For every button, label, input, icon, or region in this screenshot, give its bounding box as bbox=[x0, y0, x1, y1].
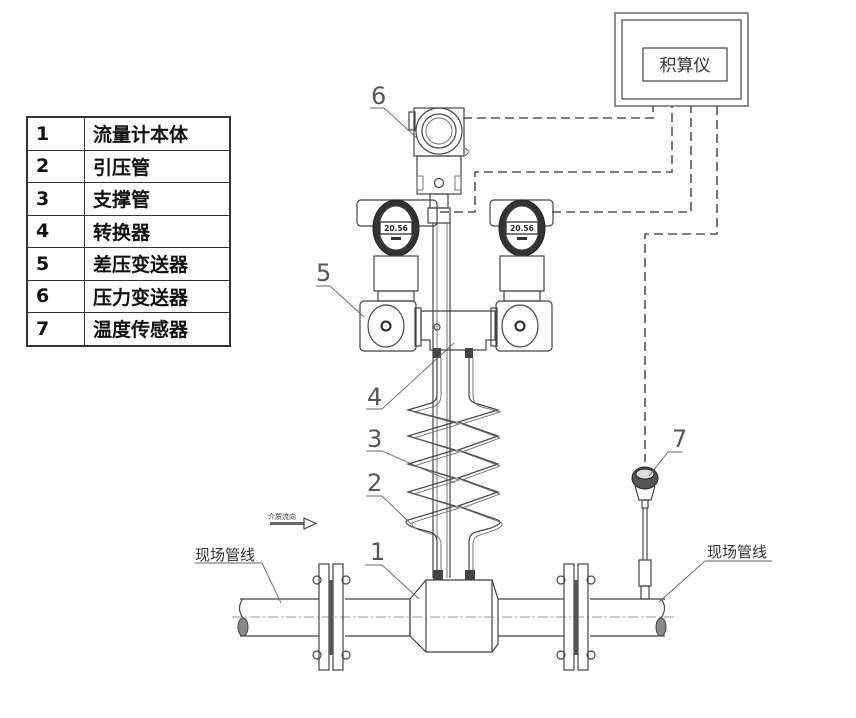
signal-line-pressure bbox=[463, 106, 654, 119]
legend-label: 支撑管 bbox=[84, 182, 231, 216]
callout-2: 2 bbox=[366, 469, 412, 525]
callout-7: 7 bbox=[648, 425, 687, 477]
flange-right bbox=[556, 563, 596, 671]
pipeline-label-right-text: 现场管线 bbox=[707, 543, 767, 561]
flow-arrow-shaft bbox=[270, 522, 304, 525]
svg-text:4: 4 bbox=[367, 383, 382, 411]
legend-number: 1 bbox=[26, 116, 85, 151]
svg-text:2: 2 bbox=[367, 469, 382, 497]
display-reading-right: 20.56 bbox=[510, 224, 534, 233]
pipeline-label-left-text: 现场管线 bbox=[195, 546, 255, 564]
svg-text:6: 6 bbox=[371, 82, 386, 110]
pipeline-label-left: 现场管线 bbox=[195, 546, 282, 604]
pipeline bbox=[232, 598, 676, 637]
svg-text:5: 5 bbox=[316, 259, 331, 287]
arrow-right-icon bbox=[303, 517, 318, 530]
legend-number: 6 bbox=[26, 279, 85, 313]
callout-5: 5 bbox=[316, 259, 365, 318]
integrator-label: 积算仪 bbox=[660, 56, 711, 76]
legend-label: 流量计本体 bbox=[84, 116, 231, 151]
svg-text:7: 7 bbox=[672, 425, 687, 453]
legend-number: 5 bbox=[26, 247, 85, 281]
signal-line-temperature bbox=[644, 106, 718, 462]
integrator: 积算仪 bbox=[614, 12, 749, 107]
callout-4: 4 bbox=[366, 342, 455, 411]
pipeline-label-right: 现场管线 bbox=[658, 543, 772, 603]
integrator-inner-frame bbox=[621, 19, 742, 100]
display-reading-left: 20.56 bbox=[384, 224, 408, 233]
flow-direction: 介质流向 bbox=[268, 512, 318, 530]
integrator-outer-frame bbox=[614, 12, 749, 107]
legend-number: 7 bbox=[26, 312, 85, 346]
dp-transmitter-left: 20.56 bbox=[356, 199, 438, 352]
dp-transmitter-right: 20.56 bbox=[489, 199, 554, 352]
temperature-sensor bbox=[631, 466, 659, 600]
svg-text:1: 1 bbox=[370, 538, 385, 566]
legend-label: 差压变送器 bbox=[84, 247, 231, 281]
signal-wiring bbox=[440, 106, 718, 462]
converter-manifold bbox=[420, 310, 496, 358]
pressure-transmitter bbox=[408, 107, 470, 224]
signal-line-dp-left bbox=[440, 106, 673, 213]
signal-line-dp-right bbox=[552, 106, 692, 213]
callout-3: 3 bbox=[366, 425, 456, 484]
impulse-tubes bbox=[405, 358, 503, 580]
flowmeter-body bbox=[409, 579, 499, 653]
callout-6: 6 bbox=[370, 82, 419, 140]
flange-left bbox=[312, 563, 351, 671]
legend-label: 转换器 bbox=[84, 214, 231, 248]
legend-label: 温度传感器 bbox=[84, 312, 231, 346]
svg-text:3: 3 bbox=[367, 425, 382, 453]
integrator-display bbox=[642, 47, 728, 82]
callout-1: 1 bbox=[365, 538, 420, 600]
flow-direction-label: 介质流向 bbox=[268, 512, 296, 521]
support-tube bbox=[432, 223, 451, 578]
